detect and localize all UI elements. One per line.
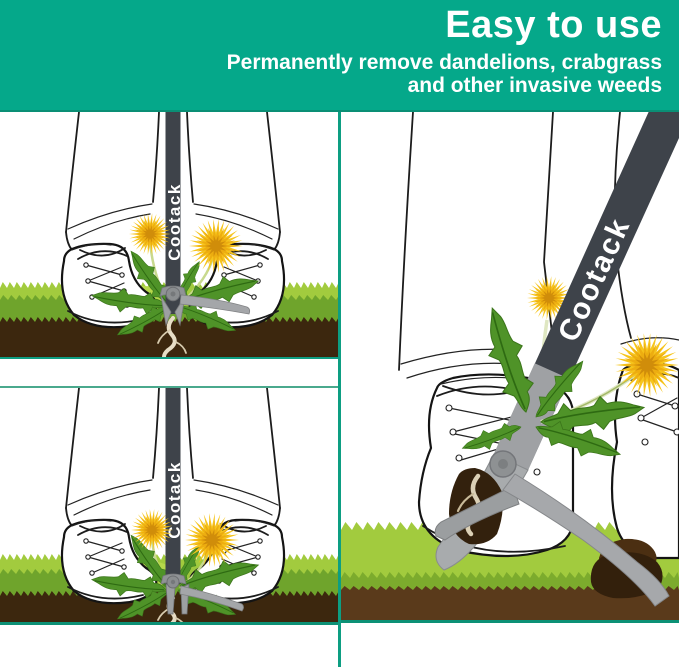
subtitle-line-2: and other invasive weeds: [407, 74, 662, 97]
header-subtitle: Permanently remove dandelions, crabgrass…: [0, 45, 679, 97]
subtitle-line-1: Permanently remove dandelions, crabgrass: [226, 51, 662, 74]
dandelion-flower: [129, 213, 171, 255]
tool-lever-arm: [502, 473, 670, 607]
step3-caption: 3. Lean the handle and the weeds come ou…: [341, 620, 679, 667]
dandelion-flower: [185, 513, 239, 567]
tool-pedal-arm: [179, 585, 244, 612]
tool-shaft: Cootack: [165, 388, 184, 584]
dandelion-flower: [131, 509, 173, 551]
brand-label: Cootack: [165, 183, 184, 261]
header-banner: Easy to use Permanently remove dandelion…: [0, 0, 679, 112]
step3-panel: Cootack: [341, 112, 679, 620]
step1-panel: Cootack: [0, 112, 338, 357]
dandelion-flower: [615, 333, 679, 397]
step2-illustration: Cootack: [0, 388, 338, 622]
dandelion-flower: [189, 219, 243, 273]
soil: [0, 317, 338, 357]
step1-caption: 1.Center over the weeds: [0, 357, 338, 408]
dandelion-flower: [527, 276, 571, 320]
tool-claw-head: [434, 450, 529, 571]
soil: [341, 586, 679, 620]
tool-claw-head: [160, 573, 244, 615]
step2-caption: 2. Step the pedal and the claw head into…: [0, 622, 338, 667]
brand-label: Cootack: [165, 461, 184, 539]
column-divider: [338, 112, 341, 667]
tool-pedal-arm: [179, 294, 251, 315]
step2-panel: Cootack: [0, 388, 338, 622]
tool-claw-head: [159, 285, 251, 327]
step1-illustration: Cootack: [0, 112, 338, 357]
step3-illustration: Cootack: [341, 112, 679, 620]
weed-root: [157, 316, 187, 357]
tool-shaft: Cootack: [165, 112, 184, 314]
page-title: Easy to use: [445, 4, 662, 46]
